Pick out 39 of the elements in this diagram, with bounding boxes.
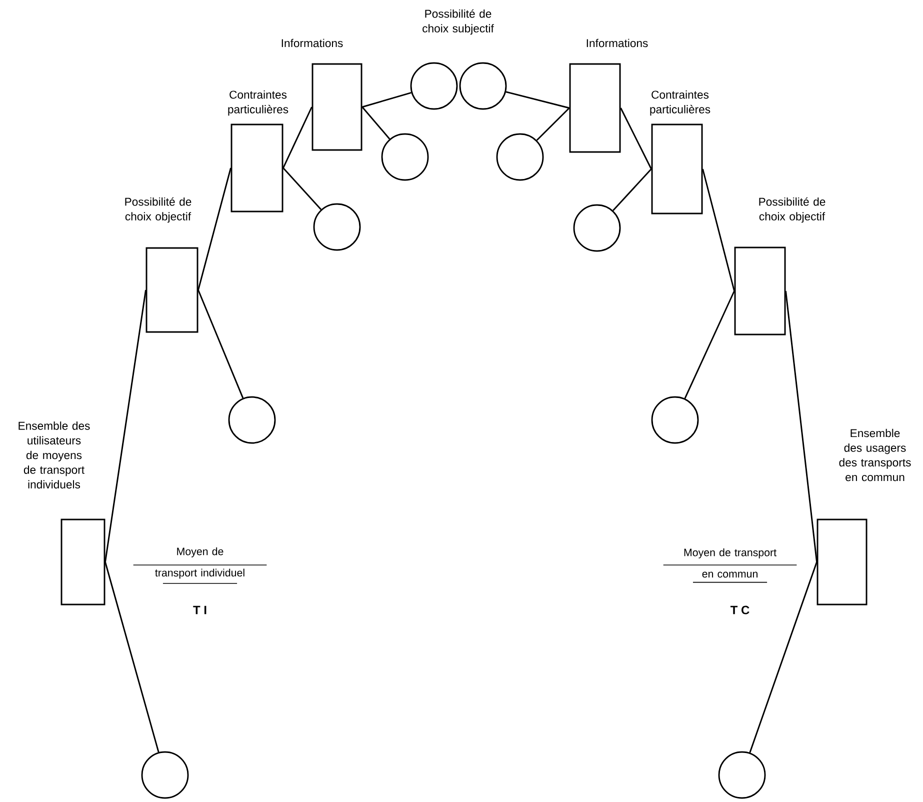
box-heading: Possibilité de choix objectif — [125, 197, 192, 223]
connector-line — [362, 92, 412, 108]
box-heading: Possibilité de choix objectif — [759, 197, 826, 223]
connector-line — [536, 107, 570, 141]
connector-line — [702, 168, 735, 292]
underlined-label: Moyen de transport en commun — [662, 548, 798, 583]
code-label: T I — [193, 606, 206, 614]
code-label: T C — [730, 606, 750, 614]
circle-node — [313, 203, 361, 251]
box-heading: Ensemble des usagers des transports en commun — [839, 428, 911, 482]
connector-line — [282, 106, 312, 168]
circle-node — [496, 133, 544, 181]
underlined-label: Moyen de transport individuel — [132, 547, 268, 584]
box-heading: Contraintes particulières — [228, 90, 288, 116]
connector-line — [198, 168, 232, 290]
connector-line — [282, 168, 322, 210]
connector-line — [362, 106, 390, 140]
connector-line — [104, 562, 160, 752]
circle-node — [141, 751, 189, 799]
heading-label: Possibilité de choix subjectif — [422, 9, 494, 35]
circle-node — [381, 133, 429, 181]
connector-line — [684, 290, 735, 399]
circle-node — [651, 396, 699, 444]
box-heading: Contraintes particulières — [650, 90, 710, 116]
circle-node — [410, 62, 458, 110]
circle-node — [718, 751, 766, 799]
connector-line — [785, 290, 818, 562]
connector-line — [506, 91, 570, 109]
circle-node — [228, 396, 276, 444]
connector-line — [612, 168, 652, 212]
connector-line — [749, 562, 818, 753]
circle-node — [459, 62, 507, 110]
connector-line — [104, 290, 146, 562]
connector-line — [198, 290, 244, 398]
box-heading: Ensemble des utilisateurs de moyens de transport individuels — [18, 422, 90, 488]
box-heading: Informations — [282, 38, 343, 48]
circle-node — [573, 204, 621, 252]
connector-line — [620, 108, 652, 170]
box-heading: Informations — [586, 38, 648, 48]
